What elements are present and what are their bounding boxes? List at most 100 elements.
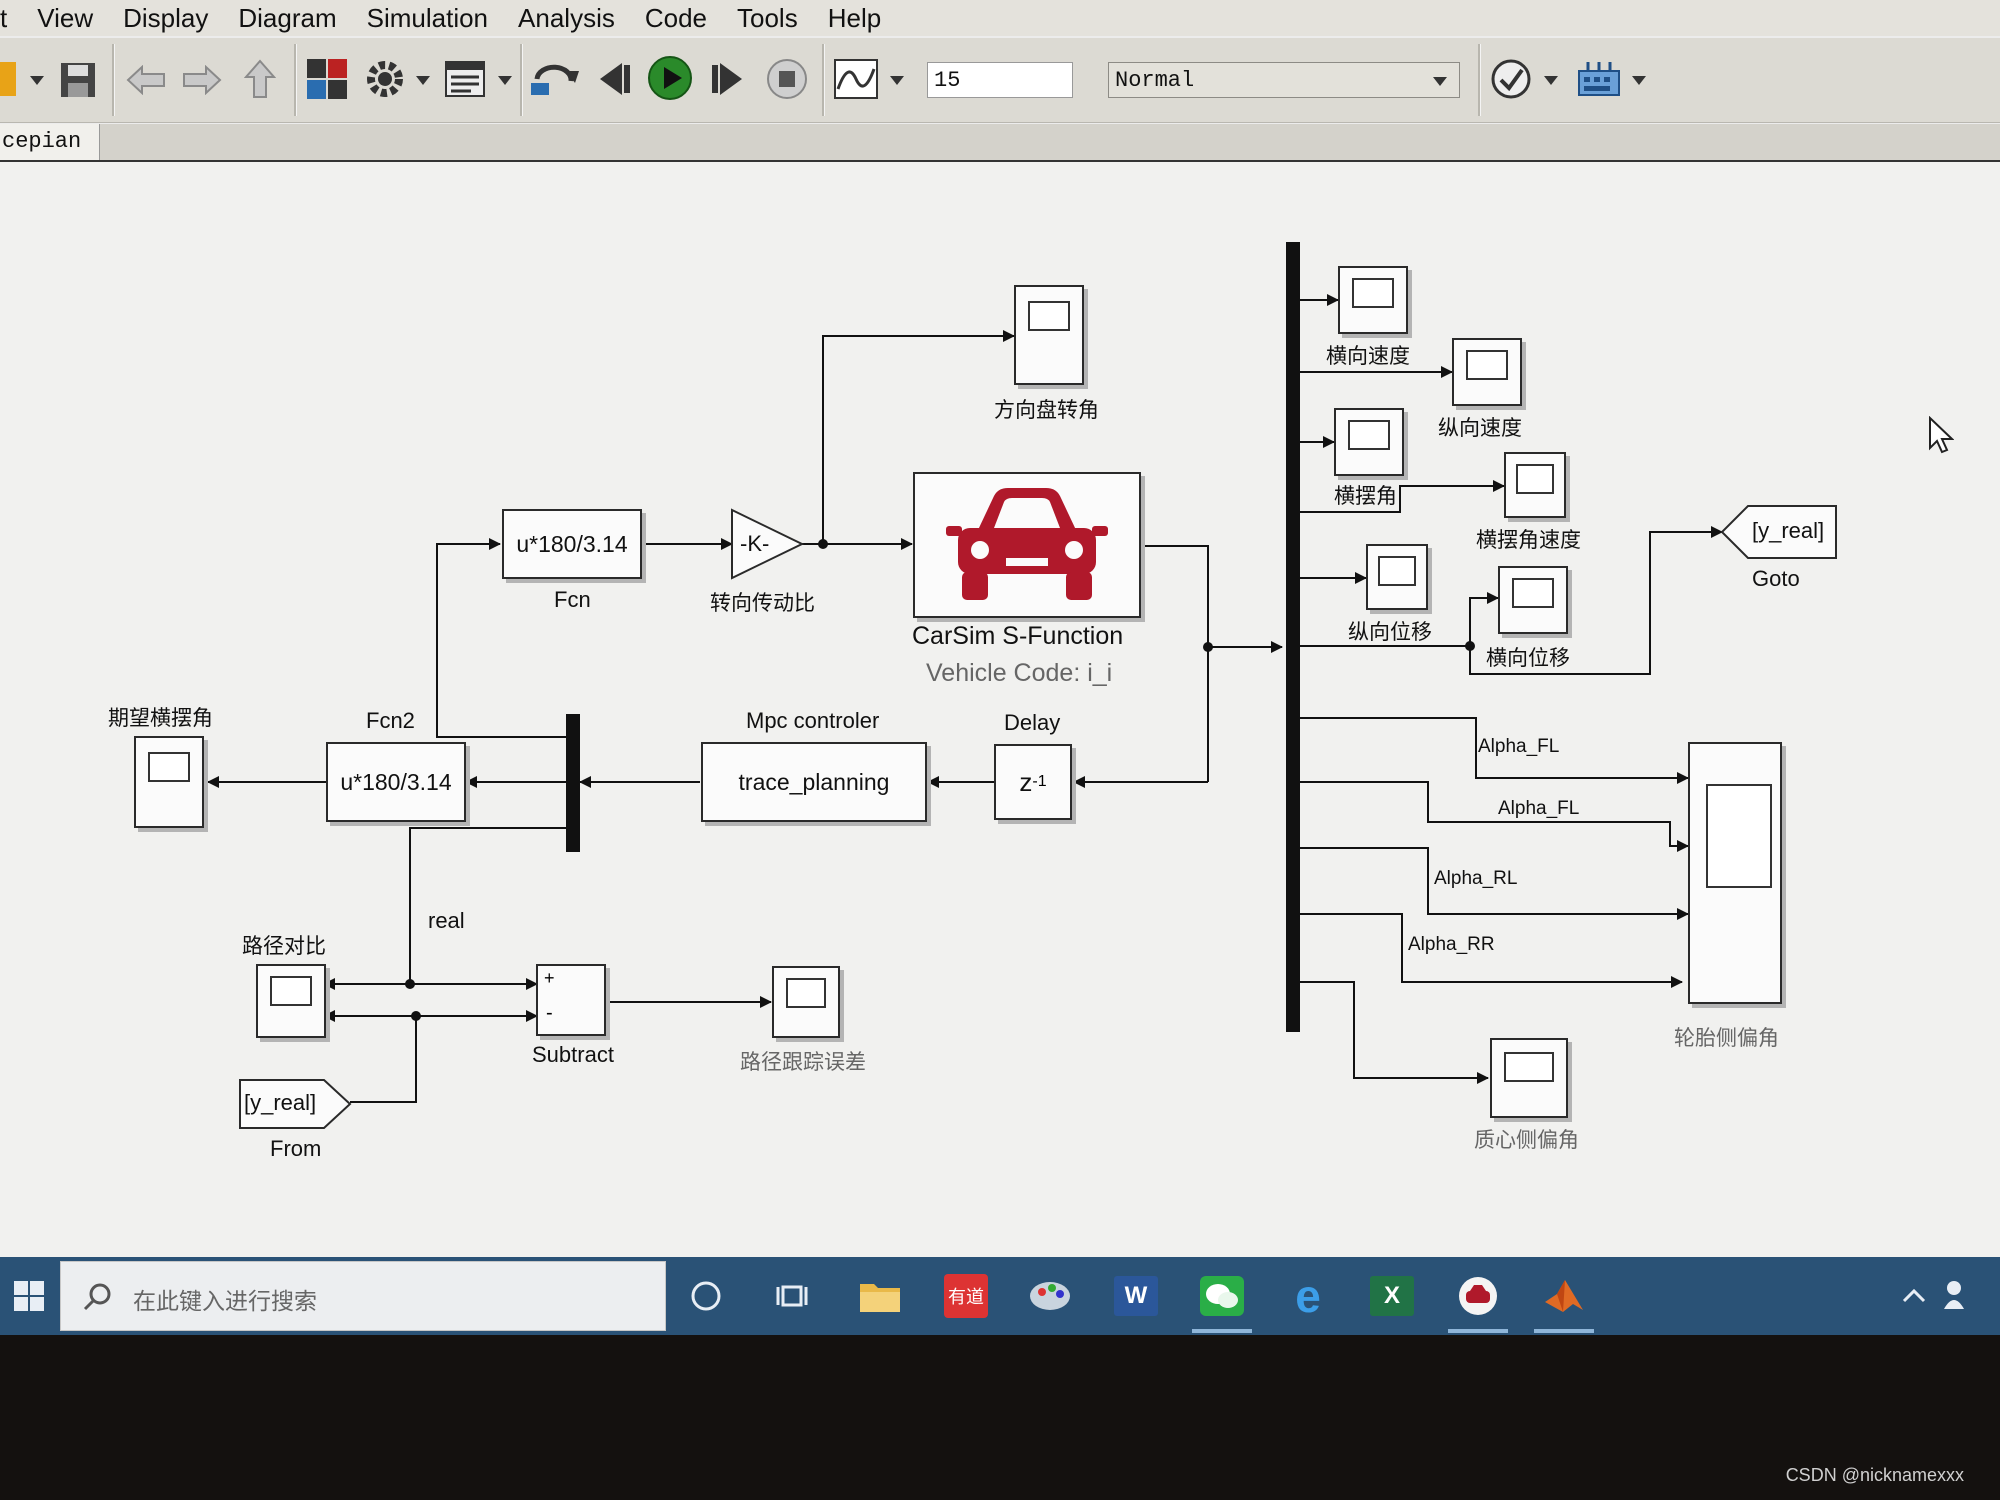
chevron-down-icon bbox=[1433, 77, 1447, 86]
carsim-s-function-block[interactable] bbox=[913, 472, 1141, 618]
menu-view[interactable]: View bbox=[37, 2, 94, 33]
open-dropdown-arrow-icon[interactable] bbox=[30, 76, 44, 85]
windows-taskbar: 在此键入进行搜索 有道 W e X bbox=[0, 1257, 2000, 1335]
desired-yaw-scope[interactable] bbox=[134, 736, 204, 828]
edge-icon[interactable]: e bbox=[1278, 1267, 1338, 1325]
yaw-rate-label: 横摆角速度 bbox=[1476, 528, 1581, 552]
steering-angle-scope[interactable] bbox=[1014, 285, 1084, 385]
alpha-fl-label: Alpha_FL bbox=[1478, 736, 1560, 757]
advisor-dropdown-icon[interactable] bbox=[1544, 76, 1558, 85]
gain-label: 转向传动比 bbox=[710, 591, 815, 615]
subtract-block[interactable]: + - bbox=[536, 964, 606, 1036]
goto-label: Goto bbox=[1752, 566, 1800, 591]
step-forward-icon[interactable] bbox=[706, 56, 750, 102]
gain-expression: -K- bbox=[740, 531, 770, 556]
matlab-icon[interactable] bbox=[1534, 1267, 1594, 1333]
diagram-canvas[interactable]: u*180/3.14 Fcn -K- 转向传动比 方向盘转角 bbox=[0, 162, 2000, 1257]
up-arrow-icon[interactable] bbox=[238, 56, 282, 102]
taskbar-search-input[interactable]: 在此键入进行搜索 bbox=[60, 1261, 666, 1331]
menu-simulation[interactable]: Simulation bbox=[366, 2, 489, 33]
youdao-icon[interactable]: 有道 bbox=[936, 1267, 996, 1325]
sideslip-label: 质心侧偏角 bbox=[1474, 1128, 1579, 1152]
tray-people-icon[interactable] bbox=[1942, 1279, 1966, 1309]
inspector-dropdown-icon[interactable] bbox=[890, 76, 904, 85]
tire-slip-scope[interactable] bbox=[1688, 742, 1782, 1004]
settings-dropdown-icon[interactable] bbox=[416, 76, 430, 85]
yaw-angle-scope[interactable] bbox=[1334, 408, 1404, 476]
menu-code[interactable]: Code bbox=[644, 2, 708, 33]
library-browser-icon[interactable] bbox=[304, 56, 350, 102]
lateral-speed-label: 横向速度 bbox=[1326, 344, 1410, 368]
tracking-error-scope[interactable] bbox=[772, 966, 840, 1038]
carsim-icon[interactable] bbox=[1448, 1267, 1508, 1333]
tab-model[interactable]: cepian bbox=[0, 124, 101, 160]
wechat-icon[interactable] bbox=[1192, 1267, 1252, 1333]
steering-angle-label: 方向盘转角 bbox=[994, 398, 1099, 422]
path-compare-label: 路径对比 bbox=[242, 934, 326, 958]
hardware-dropdown-icon[interactable] bbox=[1632, 76, 1646, 85]
path-compare-scope[interactable] bbox=[256, 964, 326, 1038]
model-advisor-icon[interactable] bbox=[1488, 56, 1534, 102]
tray-chevron-up-icon[interactable] bbox=[1902, 1287, 1926, 1303]
menu-file[interactable]: t bbox=[0, 2, 8, 33]
data-inspector-icon[interactable] bbox=[832, 56, 880, 102]
delay-block[interactable]: z-1 bbox=[994, 744, 1072, 820]
task-view-icon[interactable] bbox=[762, 1267, 822, 1325]
save-icon[interactable] bbox=[58, 60, 98, 100]
gain-block[interactable] bbox=[730, 508, 806, 580]
step-back-icon[interactable] bbox=[592, 56, 636, 102]
goto-tag: [y_real] bbox=[1752, 518, 1825, 543]
back-arrow-icon[interactable] bbox=[124, 58, 168, 102]
run-icon[interactable] bbox=[646, 54, 694, 102]
sideslip-scope[interactable] bbox=[1490, 1038, 1568, 1118]
fcn2-block[interactable]: u*180/3.14 bbox=[326, 742, 466, 822]
longitudinal-speed-scope[interactable] bbox=[1452, 338, 1522, 406]
word-label: W bbox=[1114, 1276, 1158, 1316]
word-icon[interactable]: W bbox=[1106, 1267, 1166, 1325]
simulation-mode-select[interactable]: Normal bbox=[1108, 62, 1460, 98]
carsim-name: CarSim S-Function bbox=[912, 622, 1124, 650]
youdao-label: 有道 bbox=[944, 1274, 988, 1318]
longitudinal-speed-label: 纵向速度 bbox=[1438, 416, 1522, 440]
menu-help[interactable]: Help bbox=[827, 2, 882, 33]
model-settings-icon[interactable] bbox=[362, 56, 408, 102]
from-tag: [y_real] bbox=[244, 1090, 317, 1115]
stop-icon[interactable] bbox=[764, 56, 810, 102]
delay-expression: z bbox=[1019, 766, 1033, 797]
goto-block[interactable] bbox=[1720, 504, 1840, 560]
longitudinal-disp-scope[interactable] bbox=[1366, 544, 1428, 610]
open-dropdown-icon[interactable] bbox=[0, 62, 16, 96]
delay-exponent: -1 bbox=[1032, 773, 1047, 790]
fcn-block[interactable]: u*180/3.14 bbox=[502, 509, 642, 579]
update-diagram-icon[interactable] bbox=[530, 58, 580, 100]
lateral-speed-scope[interactable] bbox=[1338, 266, 1408, 334]
stop-time-input[interactable]: 15 bbox=[927, 62, 1073, 98]
excel-icon[interactable]: X bbox=[1362, 1267, 1422, 1325]
watermark: CSDN @nicknamexxx bbox=[1785, 1465, 1964, 1485]
search-placeholder: 在此键入进行搜索 bbox=[133, 1289, 317, 1315]
forward-arrow-icon[interactable] bbox=[180, 58, 224, 102]
paint-icon[interactable] bbox=[1020, 1267, 1080, 1325]
mpc-function-name: trace_planning bbox=[738, 768, 890, 795]
monitor-screen: t View Display Diagram Simulation Analys… bbox=[0, 0, 2000, 1335]
file-explorer-icon[interactable] bbox=[850, 1267, 910, 1325]
yaw-rate-scope[interactable] bbox=[1504, 452, 1566, 518]
menu-display[interactable]: Display bbox=[123, 2, 209, 33]
hardware-settings-icon[interactable] bbox=[1576, 58, 1622, 100]
model-explorer-icon[interactable] bbox=[444, 58, 486, 100]
start-button[interactable] bbox=[0, 1257, 58, 1335]
cortana-icon[interactable] bbox=[676, 1267, 736, 1325]
fcn2-label: Fcn2 bbox=[366, 708, 415, 733]
mpc-controller-block[interactable]: trace_planning bbox=[701, 742, 927, 822]
menu-analysis[interactable]: Analysis bbox=[518, 2, 615, 33]
menu-diagram[interactable]: Diagram bbox=[238, 2, 337, 33]
lateral-disp-scope[interactable] bbox=[1498, 566, 1568, 634]
fcn-label: Fcn bbox=[554, 587, 591, 612]
mouse-cursor-icon bbox=[1929, 416, 1954, 454]
explorer-dropdown-icon[interactable] bbox=[498, 76, 512, 85]
from-block[interactable] bbox=[238, 1078, 354, 1130]
yaw-angle-label: 横摆角 bbox=[1334, 484, 1397, 508]
lateral-disp-label: 横向位移 bbox=[1486, 646, 1570, 670]
model-tab-bar: cepian bbox=[0, 124, 2000, 162]
menu-tools[interactable]: Tools bbox=[737, 2, 798, 33]
